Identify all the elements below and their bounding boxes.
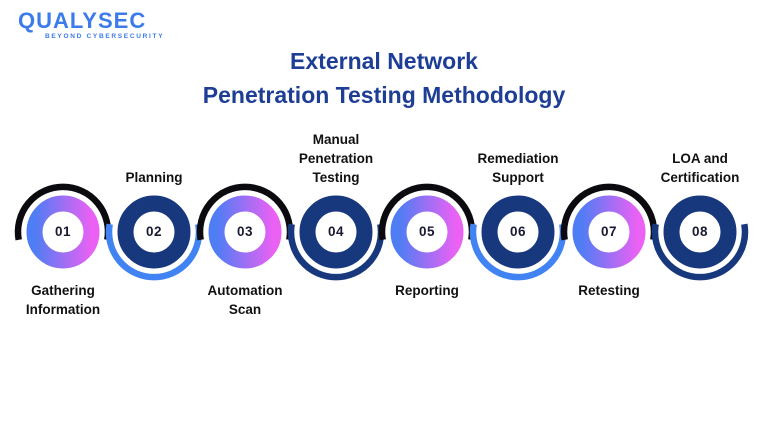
qualysec-logo: QUALYSEC BEYOND CYBERSECURITY [18,8,165,41]
step-02-number: 02 [145,224,163,239]
step-05-ring [390,195,464,269]
step-03-arc [196,183,294,241]
step-05-label: Reporting [395,283,459,298]
step-06-label: Remediation Support [477,151,559,185]
step-01-label: Gathering Information [25,283,101,317]
step-07-label: Retesting [578,283,640,298]
step-07-arc [560,183,658,241]
step-04-ring [299,195,373,269]
page-title: External Network Penetration Testing Met… [0,44,768,112]
step-08-ring [663,195,737,269]
step-02-label: Planning [125,170,183,185]
step-05-number: 05 [418,224,436,239]
step-01-number: 01 [54,224,72,239]
step-01-ring [26,195,100,269]
step-02-ring [117,195,191,269]
step-02-arc [105,223,203,281]
step-06-arc [469,223,567,281]
step-06-ring [481,195,555,269]
brand-name: QUALYSEC [18,8,147,33]
step-03-ring [208,195,282,269]
title-line-1: External Network [290,48,478,74]
brand-tagline: BEYOND CYBERSECURITY [45,33,165,40]
step-03-label: Automation Scan [207,283,283,317]
step-06-number: 06 [509,224,527,239]
step-03-number: 03 [236,224,254,239]
step-04-label: Manual Penetration Testing [298,132,374,185]
step-04-number: 04 [327,224,345,239]
step-04-arc [287,223,385,281]
step-01-arc [14,183,112,241]
step-05-arc [378,183,476,241]
step-07-number: 07 [600,224,618,239]
step-08-number: 08 [691,224,709,239]
title-line-2: Penetration Testing Methodology [202,82,566,108]
step-08-arc [651,223,749,281]
step-08-label: LOA and Certification [660,151,740,185]
step-07-ring [572,195,646,269]
